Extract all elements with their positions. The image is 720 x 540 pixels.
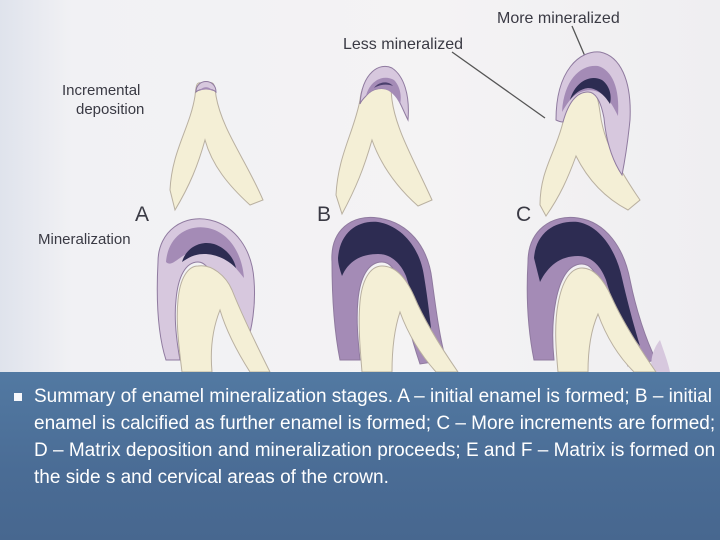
- caption-text: Summary of enamel mineralization stages.…: [34, 386, 716, 488]
- caption-panel: Summary of enamel mineralization stages.…: [0, 372, 720, 540]
- tooth-d-dentin: [176, 265, 271, 372]
- tooth-c-enamel-dark: [570, 78, 611, 104]
- tooth-a-enamel-inner: [199, 87, 213, 91]
- tooth-b-enamel-dark: [374, 82, 393, 88]
- tooth-f: [526, 216, 670, 372]
- label-less-mineralized: Less mineralized: [343, 36, 463, 53]
- tooth-b-enamel: [359, 65, 409, 122]
- tooth-a: [169, 81, 264, 212]
- label-stage-c: C: [516, 203, 531, 226]
- enamel-mineralization-diagram: More mineralized Less mineralized Increm…: [0, 0, 720, 372]
- tooth-b: [335, 65, 433, 216]
- tooth-d-enamel-inner: [166, 227, 244, 278]
- tooth-e-dentin: [358, 265, 459, 372]
- label-stage-b: B: [317, 203, 331, 226]
- leader-line-less: [451, 51, 546, 119]
- tooth-f-enamel-edge: [651, 340, 670, 372]
- diagram-svg: More mineralized Less mineralized Increm…: [38, 10, 670, 372]
- tooth-e: [331, 216, 459, 372]
- label-more-mineralized: More mineralized: [497, 10, 620, 27]
- tooth-e-enamel-dark: [338, 221, 432, 336]
- tooth-b-enamel-inner: [366, 77, 401, 104]
- label-deposition: deposition: [76, 101, 144, 118]
- tooth-d-enamel-dark: [182, 242, 236, 268]
- tooth-f-dentin: [555, 267, 657, 372]
- label-mineralization: Mineralization: [38, 231, 131, 248]
- label-stage-a: A: [135, 203, 149, 226]
- tooth-c: [539, 51, 641, 217]
- tooth-c-enamel-inner: [562, 65, 619, 116]
- label-incremental: Incremental: [62, 82, 140, 99]
- tooth-d: [156, 218, 271, 372]
- bullet-square-icon: [14, 393, 22, 401]
- tooth-f-enamel-dark: [534, 221, 640, 346]
